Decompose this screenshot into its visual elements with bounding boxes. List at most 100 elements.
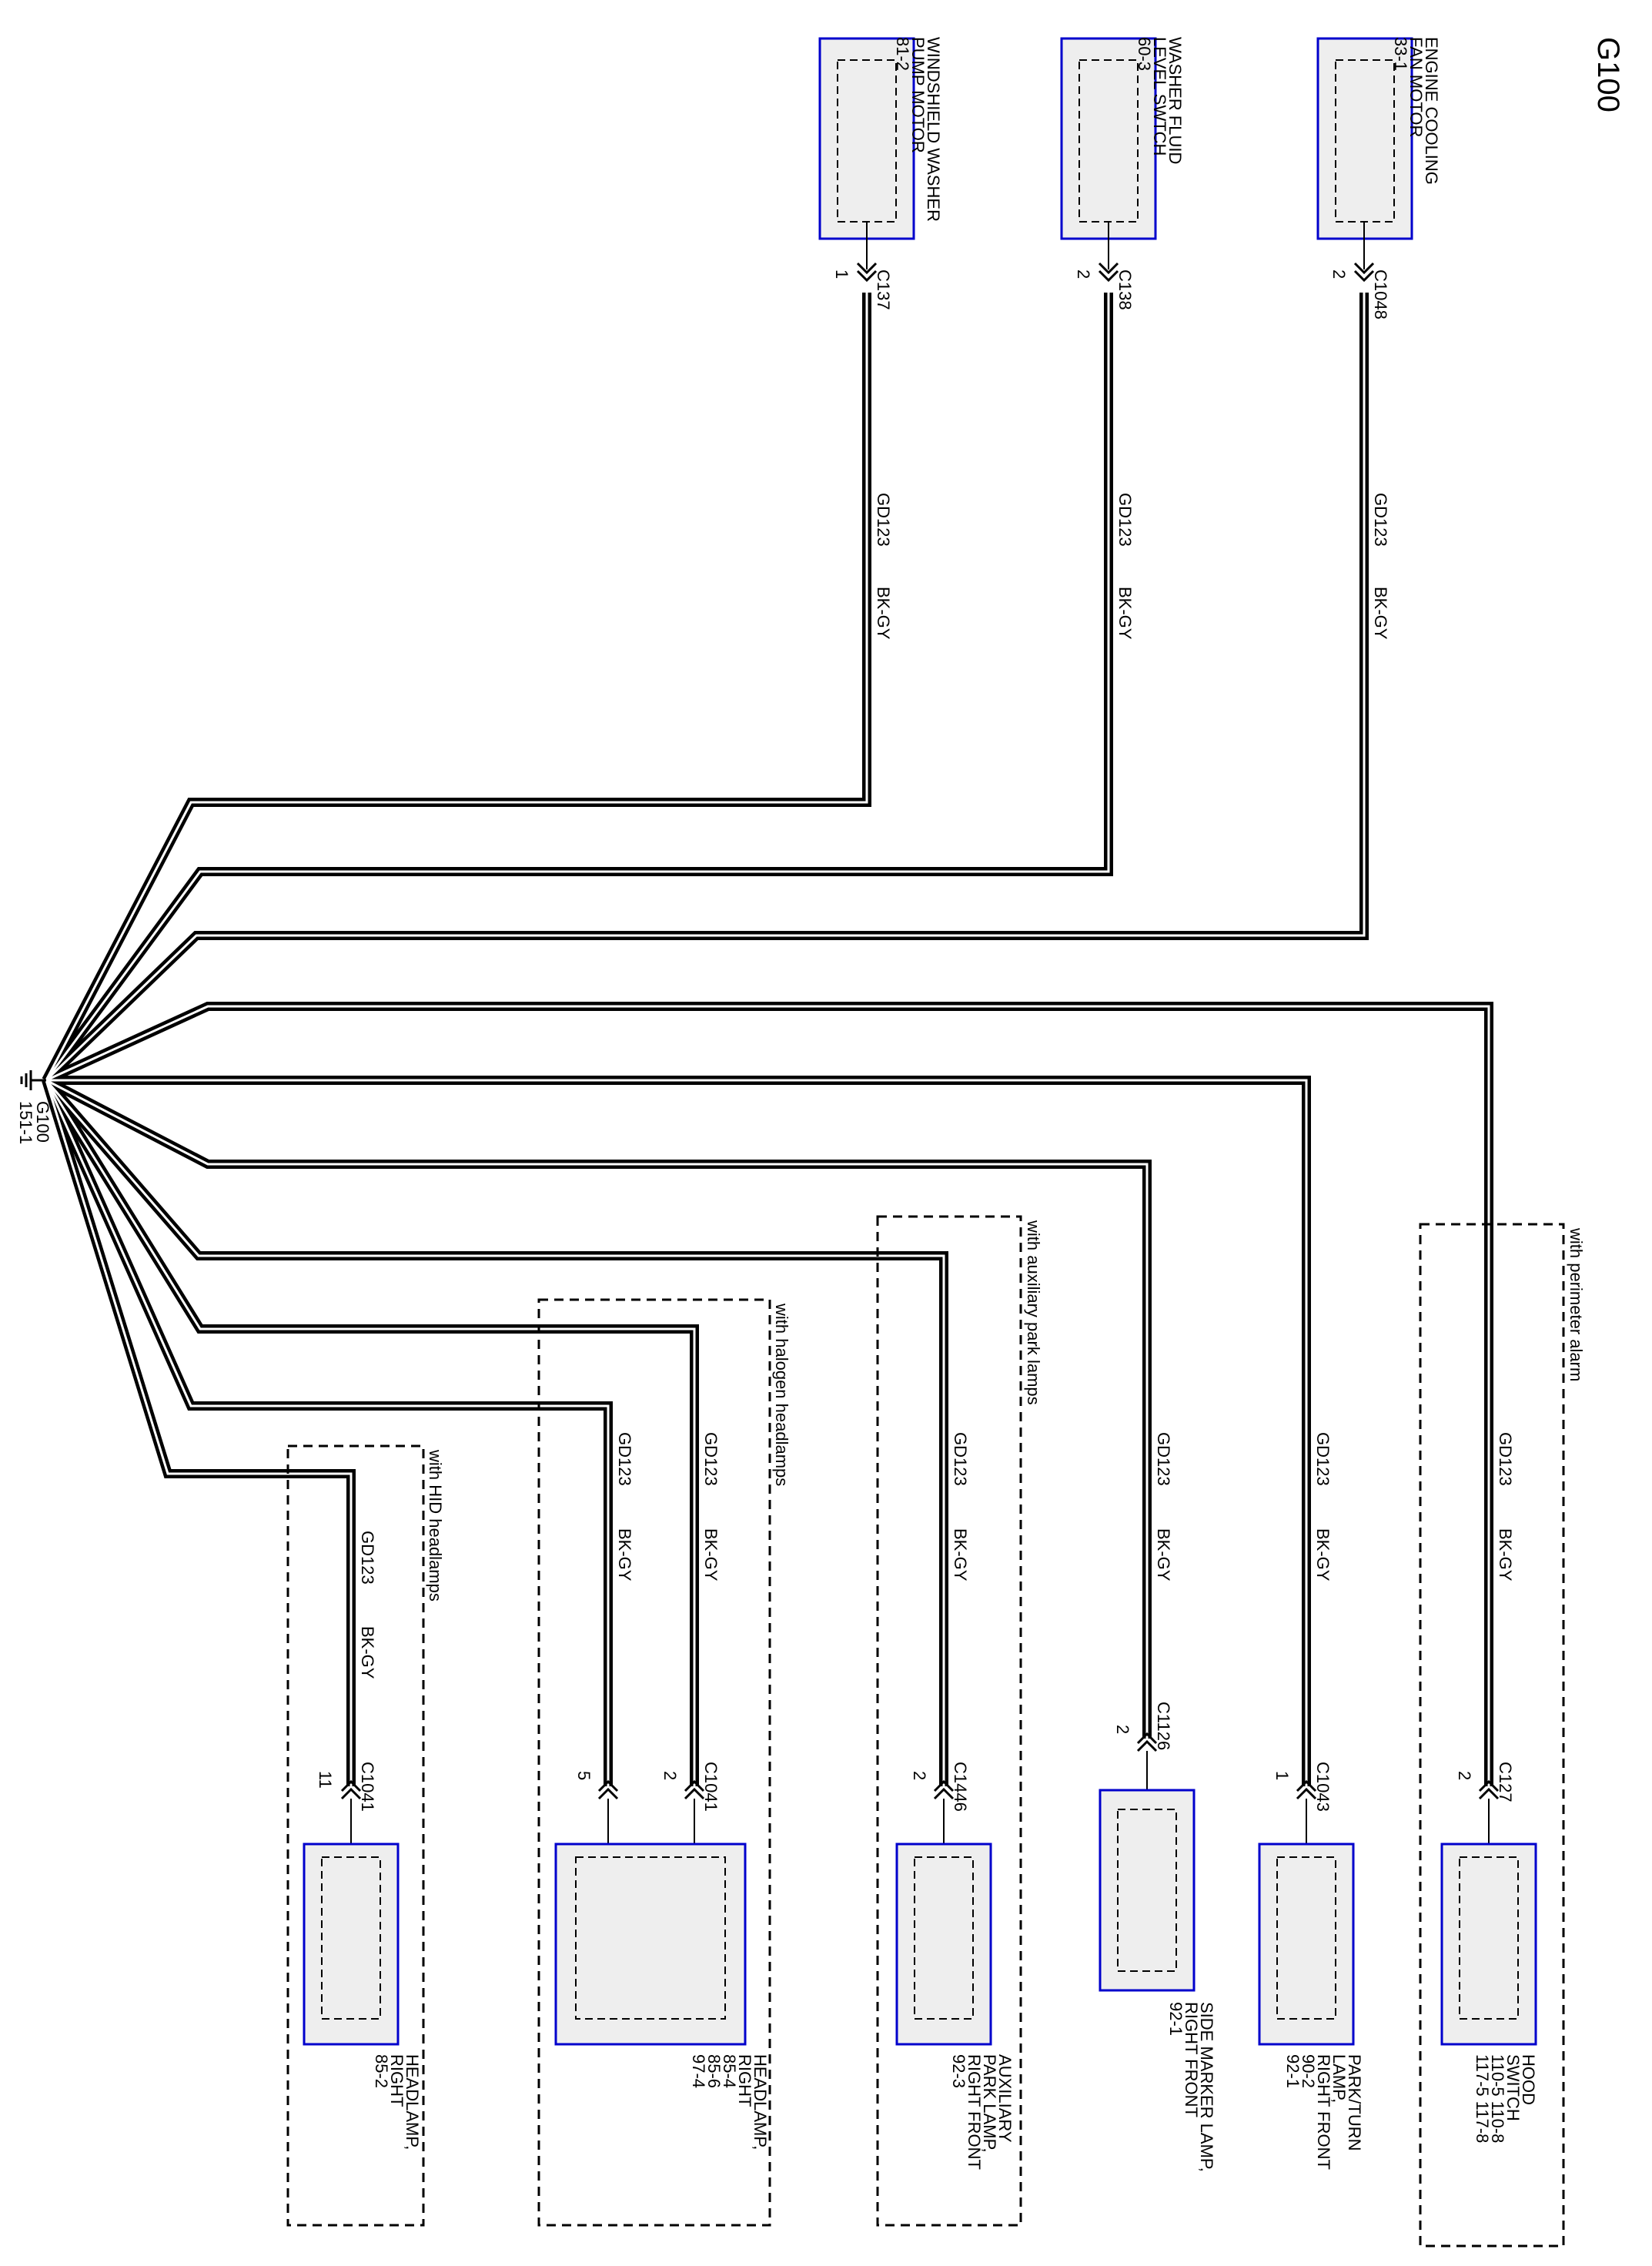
auxiliary-park-lamp-label: AUXILIARY PARK LAMP, RIGHT FRONT 92-3: [949, 2054, 1015, 2170]
svg-text:1: 1: [1272, 1771, 1292, 1780]
headlamp-hid-label: HEADLAMP, RIGHT 85-2: [372, 2054, 422, 2150]
pin-number: 2: [1329, 269, 1349, 279]
svg-text:PUMP MOTOR: PUMP MOTOR: [908, 37, 928, 153]
windshield-washer-pump-motor-label: WINDSHIELD WASHER PUMP MOTOR 81-2: [893, 37, 943, 222]
connector-arrows: [340, 1732, 1500, 1800]
svg-text:HEADLAMP,: HEADLAMP,: [751, 2054, 770, 2150]
option-box-perimeter-alarm: [1419, 1223, 1565, 2248]
svg-text:BK-GY: BK-GY: [701, 1528, 721, 1582]
wire-label: GD123 BK-GY GD123 BK-GY GD123 BK-GY GD12…: [358, 1432, 1515, 1679]
svg-text:with auxiliary park lamps: with auxiliary park lamps: [1024, 1220, 1043, 1405]
component-box-windshield-washer-pump-motor: [818, 37, 915, 283]
connector-id: C1048: [1371, 269, 1390, 320]
pin-number: 1: [832, 269, 851, 279]
component-box-hood-switch: [1440, 1843, 1537, 2046]
svg-text:2: 2: [910, 1771, 929, 1780]
svg-text:WINDSHIELD WASHER: WINDSHIELD WASHER: [924, 37, 943, 222]
svg-text:GD123: GD123: [874, 493, 893, 547]
svg-text:92-1: 92-1: [1283, 2054, 1303, 2088]
washer-fluid-level-switch-label: WASHER FLUID LEVEL SWTCH 60-3: [1135, 37, 1185, 164]
component-box-headlamp-hid: [303, 1843, 400, 2046]
component-box-washer-fluid-level-switch: [1060, 37, 1157, 283]
option-box-halogen-headlamps: [537, 1298, 771, 2227]
option-box-hid-headlamps: [286, 1444, 425, 2227]
park-turn-lamp-label: PARK/TURN LAMP, RIGHT FRONT 90-2 92-1: [1283, 2054, 1364, 2170]
svg-text:85-2: 85-2: [372, 2054, 391, 2088]
component-box-headlamp-halogen: [554, 1843, 747, 2046]
component-box-park-turn-lamp: [1258, 1843, 1355, 2046]
svg-text:PARK LAMP,: PARK LAMP,: [980, 2054, 999, 2153]
svg-text:WASHER FLUID: WASHER FLUID: [1165, 37, 1185, 164]
svg-text:AUXILIARY: AUXILIARY: [995, 2054, 1015, 2143]
svg-text:2: 2: [1455, 1771, 1474, 1780]
svg-text:GD123: GD123: [1371, 493, 1390, 547]
svg-text:BK-GY: BK-GY: [1496, 1528, 1515, 1582]
svg-text:HEADLAMP,: HEADLAMP,: [403, 2054, 422, 2150]
svg-text:92-3: 92-3: [949, 2054, 968, 2088]
svg-text:GD123: GD123: [358, 1531, 377, 1585]
svg-text:BK-GY: BK-GY: [1371, 587, 1390, 640]
option-box-auxiliary-park-lamps: [876, 1215, 1022, 2227]
svg-text:GD123: GD123: [1115, 493, 1135, 547]
svg-text:GD123: GD123: [1496, 1432, 1515, 1486]
svg-text:with perimeter alarm: with perimeter alarm: [1567, 1227, 1586, 1381]
pin-number: 2 1 2 2 2 5 11: [316, 1725, 1474, 1789]
svg-text:110-5 110-8: 110-5 110-8: [1488, 2054, 1507, 2143]
svg-text:60-3: 60-3: [1135, 37, 1154, 71]
hood-switch-label: HOOD SWITCH 110-5 110-8 117-5 117-8: [1473, 2054, 1538, 2143]
svg-text:BK-GY: BK-GY: [615, 1528, 634, 1582]
svg-text:92-1: 92-1: [1166, 2002, 1185, 2036]
component-box-auxiliary-park-lamp: [895, 1843, 992, 2046]
svg-text:85-6: 85-6: [704, 2054, 724, 2088]
svg-text:2: 2: [1113, 1725, 1132, 1734]
svg-text:GD123: GD123: [701, 1432, 721, 1486]
component-box-side-marker-lamp: [1099, 1789, 1196, 1992]
pin-number: 2: [1074, 269, 1093, 279]
ground-label: G100: [33, 1101, 52, 1143]
svg-text:RIGHT: RIGHT: [387, 2054, 406, 2107]
svg-text:C1041: C1041: [358, 1762, 377, 1812]
svg-text:GD123: GD123: [1313, 1432, 1333, 1486]
svg-text:C1041: C1041: [701, 1762, 721, 1812]
svg-text:SWITCH: SWITCH: [1503, 2054, 1523, 2121]
svg-text:2: 2: [660, 1771, 680, 1780]
svg-text:with HID headlamps: with HID headlamps: [426, 1449, 445, 1602]
wire-label: GD123 BK-GY GD123 BK-GY GD123 BK-GY: [874, 493, 1390, 640]
svg-text:LEVEL SWTCH: LEVEL SWTCH: [1150, 37, 1169, 156]
svg-text:RIGHT FRONT: RIGHT FRONT: [1314, 2054, 1333, 2170]
svg-text:GD123: GD123: [1154, 1432, 1173, 1486]
svg-text:11: 11: [316, 1771, 335, 1789]
svg-text:C1446: C1446: [951, 1762, 970, 1812]
connector-id: C138: [1115, 269, 1135, 310]
engine-cooling-fan-motor-label: ENGINE COOLING FAN MOTOR 33-1: [1391, 37, 1441, 185]
svg-text:ENGINE COOLING: ENGINE COOLING: [1422, 37, 1441, 185]
svg-text:C127: C127: [1496, 1762, 1515, 1802]
connector-id: C127 C1043 C1126 C1446 C1041 C1041: [358, 1702, 1515, 1812]
svg-text:RIGHT FRONT: RIGHT FRONT: [1182, 2002, 1201, 2117]
svg-text:BK-GY: BK-GY: [874, 587, 893, 640]
svg-text:GD123: GD123: [951, 1432, 970, 1486]
svg-text:LAMP,: LAMP,: [1329, 2054, 1349, 2103]
svg-text:GD123: GD123: [615, 1432, 634, 1486]
svg-text:90-2: 90-2: [1299, 2054, 1318, 2088]
svg-text:BK-GY: BK-GY: [951, 1528, 970, 1582]
svg-text:5: 5: [574, 1771, 594, 1780]
svg-text:SIDE MARKER LAMP,: SIDE MARKER LAMP,: [1197, 2002, 1216, 2172]
svg-text:81-2: 81-2: [893, 37, 912, 71]
ground-ref: 151-1: [16, 1101, 35, 1144]
svg-text:33-1: 33-1: [1391, 37, 1410, 71]
side-marker-lamp-label: SIDE MARKER LAMP, RIGHT FRONT 92-1: [1166, 2002, 1216, 2172]
page-title: G100: [1591, 37, 1625, 112]
svg-text:BK-GY: BK-GY: [1115, 587, 1135, 640]
svg-text:RIGHT: RIGHT: [735, 2054, 754, 2107]
svg-text:85-4: 85-4: [720, 2054, 739, 2088]
svg-text:HOOD: HOOD: [1519, 2054, 1538, 2105]
headlamp-halogen-label: HEADLAMP, RIGHT 85-4 85-6 97-4: [689, 2054, 770, 2150]
svg-text:RIGHT FRONT: RIGHT FRONT: [965, 2054, 984, 2170]
component-box-engine-cooling-fan-motor: [1316, 37, 1413, 283]
svg-text:97-4: 97-4: [689, 2054, 708, 2088]
svg-text:BK-GY: BK-GY: [358, 1626, 377, 1679]
svg-text:BK-GY: BK-GY: [1154, 1528, 1173, 1582]
svg-text:with halogen headlamps: with halogen headlamps: [772, 1303, 791, 1486]
